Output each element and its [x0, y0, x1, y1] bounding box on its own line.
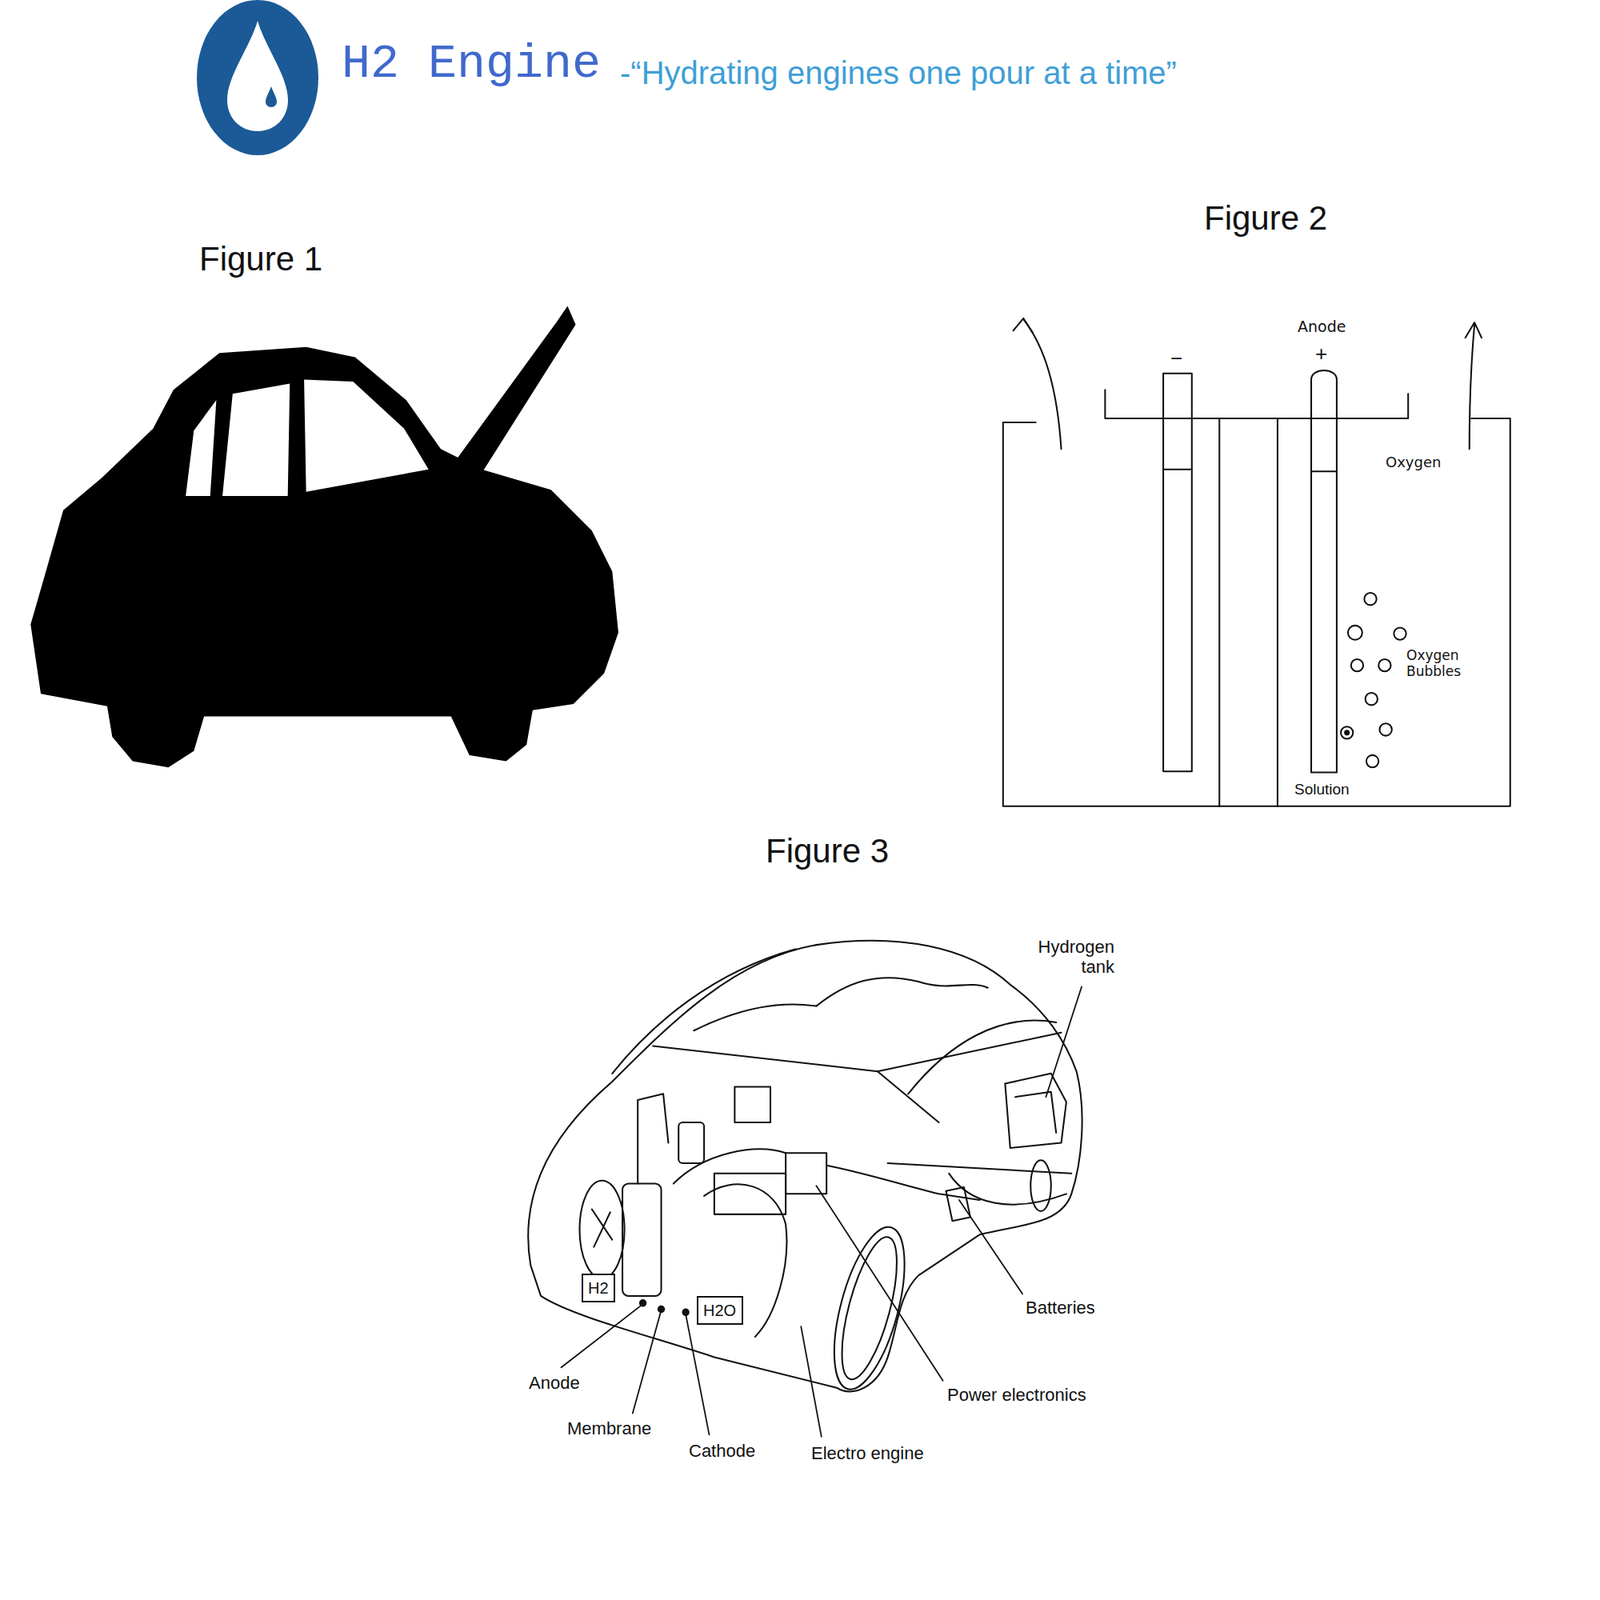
roof-line	[612, 948, 796, 1074]
part-label: Batteries	[1025, 1297, 1096, 1318]
pipe	[637, 1093, 668, 1184]
electrode	[1311, 370, 1337, 773]
car-hood	[448, 308, 575, 472]
bubble	[1365, 692, 1378, 705]
leader-dot	[682, 1308, 689, 1316]
bubble-label: Oxygen Bubbles	[1406, 648, 1479, 680]
hydrogen-tank-detail	[1015, 1092, 1056, 1133]
cable	[673, 1149, 786, 1184]
bubble	[1340, 726, 1353, 739]
leader-line	[959, 1200, 1023, 1294]
component	[678, 1122, 704, 1164]
gas-label: Oxygen	[1385, 454, 1441, 472]
wheel-spoke	[592, 1208, 613, 1247]
component	[714, 1173, 786, 1215]
component	[734, 1086, 771, 1123]
figure-caption: Figure 3	[765, 832, 889, 871]
bubble	[1364, 592, 1376, 605]
electrode-label: Anode	[1297, 318, 1346, 336]
leader-line	[632, 1310, 662, 1414]
logo-small-drop	[265, 86, 277, 108]
polarity-sign: −	[1170, 347, 1183, 372]
leader-dot	[640, 1300, 647, 1307]
gas-arrowhead	[1465, 322, 1482, 338]
leader-line	[685, 1314, 709, 1436]
oxygen-bubbles	[1340, 592, 1407, 768]
part-label: Hydrogen tank	[1024, 936, 1115, 978]
membrane-line	[1218, 418, 1220, 807]
leader-line	[1045, 986, 1082, 1097]
part-label: Membrane	[567, 1418, 652, 1439]
tagline: -“Hydrating engines one pour at a time”	[620, 54, 1177, 92]
figure-caption: Figure 2	[1204, 199, 1328, 238]
gas-arrow	[1469, 324, 1475, 450]
leader-dot	[658, 1306, 665, 1313]
part-label: Power electronics	[947, 1384, 1087, 1405]
cable	[826, 1165, 980, 1200]
bubble	[1348, 625, 1363, 640]
figures	[30, 308, 1510, 1437]
part-label: Anode	[528, 1372, 580, 1393]
windshield	[652, 1032, 1061, 1072]
roof-reflection	[693, 977, 988, 1031]
rear-window	[908, 1020, 1056, 1095]
electrode	[1163, 373, 1192, 772]
car-body	[30, 347, 619, 768]
cell-wall	[1003, 418, 1511, 807]
battery-pack	[945, 1187, 970, 1221]
membrane-line	[1276, 418, 1279, 807]
symbol-box: H2	[581, 1273, 616, 1303]
electrolysis-cell	[1003, 318, 1511, 807]
logo-drop	[227, 20, 288, 132]
symbol-box: H2O	[696, 1296, 744, 1325]
bubble	[1351, 659, 1364, 672]
bubble	[1378, 659, 1391, 672]
logo	[196, 0, 319, 156]
hydrogen-tank	[1004, 1073, 1067, 1148]
leader-line	[561, 1304, 644, 1368]
left-wheel	[579, 1180, 624, 1279]
gas-arrow	[1023, 319, 1061, 449]
car-window	[304, 379, 429, 492]
leader-line	[816, 1185, 943, 1381]
electrode-mark	[1163, 468, 1192, 471]
car-outline	[528, 940, 1082, 1392]
door-line	[888, 1163, 1072, 1174]
part-label: Cathode	[688, 1440, 756, 1461]
symbol-text: H2	[588, 1279, 609, 1297]
car-window	[185, 400, 216, 496]
rear-wheel	[1030, 1160, 1052, 1212]
fuel-cell-stack	[622, 1184, 661, 1296]
car-silhouette	[30, 308, 619, 768]
symbol-text: H2O	[703, 1301, 736, 1320]
pillar	[877, 1071, 940, 1123]
component	[785, 1152, 827, 1194]
figure-caption: Figure 1	[199, 240, 323, 279]
part-label: Electro engine	[811, 1443, 924, 1464]
car-window	[222, 384, 290, 496]
fuel-cell-car	[528, 940, 1082, 1437]
cell-lid	[1104, 389, 1408, 419]
front-wheel	[820, 1220, 919, 1397]
leader-line	[800, 1326, 822, 1437]
bubble	[1379, 723, 1392, 736]
bubble	[1366, 755, 1379, 768]
electrode-mark	[1311, 470, 1337, 472]
solution-label: Solution	[1294, 780, 1350, 799]
gas-arrowhead	[1013, 318, 1033, 333]
brand-title: H2 Engine	[341, 40, 601, 88]
polarity-sign: +	[1315, 342, 1328, 367]
logo-circle	[196, 0, 319, 156]
leader-lines	[561, 986, 1083, 1437]
bubble-dot	[1344, 730, 1349, 735]
bubble	[1393, 627, 1406, 640]
